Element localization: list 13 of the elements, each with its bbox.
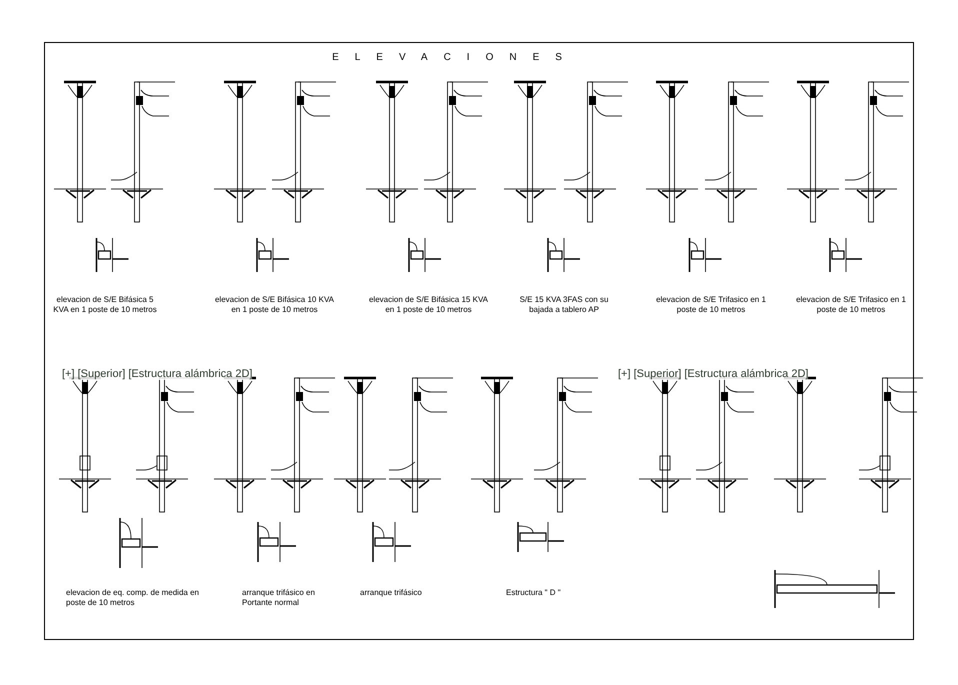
drawing-caption: elevacion de S/E Bifásica 10 KVA en 1 poste de 10 metros xyxy=(214,295,336,315)
drawing-caption: elevacion de S/E Trifasico en 1 poste de 10 metros xyxy=(796,295,906,315)
drawing-caption: elevacion de S/E Bifásica 15 KVA en 1 poste de 10 metros xyxy=(368,295,490,315)
drawing-caption: S/E 15 KVA 3FAS con su bajada a tablero AP xyxy=(518,295,610,315)
viewport-label: [+] [Superior] [Estructura alámbrica 2D] xyxy=(618,368,808,380)
drawing-caption: elevacion de S/E Trifasico en 1 poste de 10 metros xyxy=(656,295,766,315)
drawing-caption: elevacion de S/E Bifásica 5 KVA en 1 poste de 10 metros xyxy=(52,295,158,315)
drawing-title: ELEVACIONES xyxy=(331,52,579,63)
drawing-caption: arranque trifásico xyxy=(360,588,423,598)
viewport-label: [+] [Superior] [Estructura alámbrica 2D] xyxy=(62,368,252,380)
drawing-caption: Estructura " D " xyxy=(506,588,562,598)
drawing-caption: elevacion de eq. comp. de medida en poste de 10 metros xyxy=(66,588,200,608)
drawing-caption: arranque trifásico en Portante normal xyxy=(242,588,316,608)
